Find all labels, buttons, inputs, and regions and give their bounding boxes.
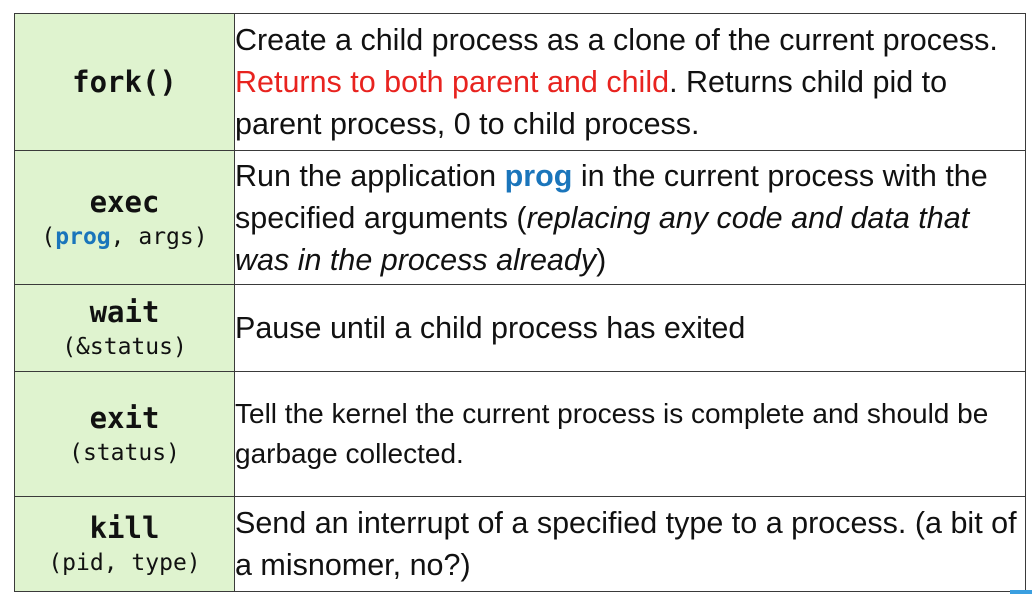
wait-description: Pause until a child process has exited [234, 284, 1026, 372]
exec-desc-italic: replacing any code and data that was in … [235, 200, 970, 277]
exec-desc-prog-highlight: prog [504, 158, 573, 193]
fork-desc-red-highlight: Returns to both parent and child [235, 65, 670, 99]
exec-desc-part3: ) [596, 242, 607, 277]
kill-description: Send an interrupt of a specified type to… [234, 496, 1026, 592]
slide-corner-mark [1010, 590, 1032, 594]
fork-desc-part2: . Returns child pid to parent process, 0… [235, 65, 948, 141]
exec-desc-part2: in the current process with the specifie… [235, 158, 988, 235]
kill-name: kill [89, 511, 160, 545]
exec-arg-prog: prog [55, 223, 111, 250]
exec-description: Run the application prog in the current … [234, 150, 1026, 285]
fork-description: Create a child process as a clone of the… [234, 13, 1026, 151]
fork-desc-part1: Create a child process as a clone of the… [235, 23, 998, 57]
wait-name: wait [89, 295, 160, 329]
exec-args-open: ( [41, 223, 56, 250]
table-row-kill: kill (pid, type) Send an interrupt of a … [14, 496, 1026, 592]
table-row-exit: exit (status) Tell the kernel the curren… [14, 371, 1026, 497]
table-row-fork: fork() Create a child process as a clone… [14, 13, 1026, 151]
exit-name-cell: exit (status) [14, 371, 235, 497]
exit-description: Tell the kernel the current process is c… [234, 371, 1026, 497]
kill-args: (pid, type) [48, 550, 201, 576]
kill-name-cell: kill (pid, type) [14, 496, 235, 592]
exec-args: (prog, args) [15, 221, 234, 253]
exit-name: exit [89, 401, 160, 435]
fork-name: fork() [72, 65, 177, 99]
table-row-exec: exec (prog, args) Run the application pr… [14, 150, 1026, 285]
exec-name-cell: exec (prog, args) [14, 150, 235, 285]
table-row-wait: wait (&status) Pause until a child proce… [14, 284, 1026, 372]
exec-name: exec [89, 184, 160, 219]
wait-name-cell: wait (&status) [14, 284, 235, 372]
exec-desc-part1: Run the application [235, 158, 505, 193]
exec-args-rest: , args) [110, 223, 208, 250]
exit-args: (status) [69, 440, 180, 466]
syscall-table: fork() Create a child process as a clone… [14, 13, 1026, 592]
fork-name-cell: fork() [14, 13, 235, 151]
wait-args: (&status) [62, 334, 187, 360]
